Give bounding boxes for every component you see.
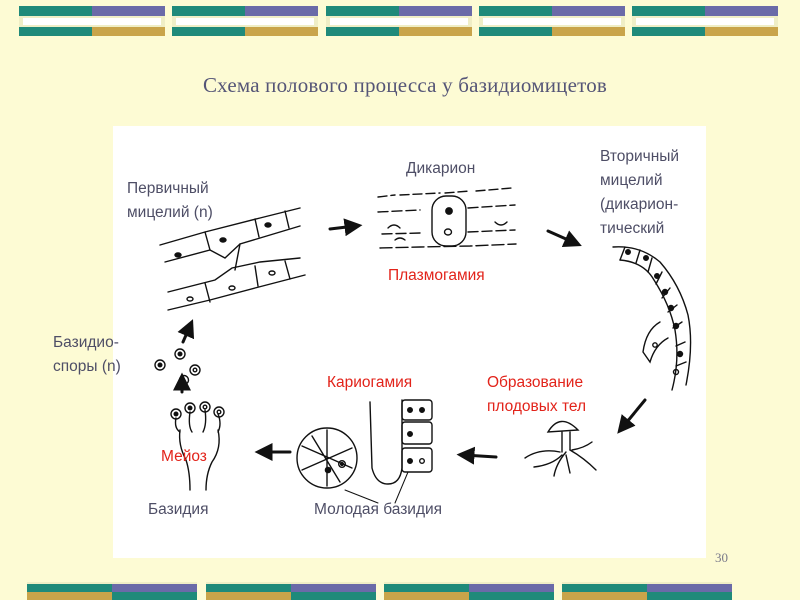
- label-basidiospores-line1: Базидио-: [53, 334, 119, 351]
- arrow-icon: [617, 398, 647, 434]
- diagram-panel: [113, 126, 706, 558]
- fruiting-body-drawing: [524, 420, 597, 477]
- label-meiosis: Мейоз: [161, 448, 207, 465]
- label-basidium: Базидия: [148, 501, 209, 518]
- arrow-icon: [328, 218, 363, 237]
- label-secondary-mycelium-line4: тический: [600, 220, 665, 237]
- label-fruiting-line2: плодовых тел: [487, 398, 587, 415]
- label-primary-mycelium-line1: Первичный: [127, 180, 209, 197]
- dikaryon-drawing: [377, 187, 517, 249]
- arrow-icon: [177, 319, 195, 344]
- slide-title: Схема полового процесса у базидиомицетов: [202, 73, 608, 97]
- label-basidiospores-line2: споры (n): [53, 358, 121, 375]
- basidium-section-drawing: [296, 427, 358, 489]
- arrow-icon: [456, 446, 498, 465]
- label-secondary-mycelium-line1: Вторичный: [600, 148, 680, 165]
- label-secondary-mycelium-line2: мицелий: [600, 172, 663, 189]
- page-number: 30: [715, 550, 728, 565]
- secondary-mycelium-drawing: [612, 246, 692, 391]
- label-dikaryon: Дикарион: [406, 160, 476, 177]
- basidium-drawing: [170, 401, 225, 491]
- basidiospores-drawing: [154, 348, 201, 386]
- header-decoration: [19, 6, 778, 36]
- arrow-icon: [546, 229, 582, 247]
- label-plasmogamy: Плазмогамия: [388, 267, 485, 284]
- footer-decoration: [27, 582, 732, 600]
- young-basidium-drawing: [369, 399, 433, 485]
- label-secondary-mycelium-line3: (дикарион-: [600, 196, 679, 213]
- label-young-basidium: Молодая базидия: [314, 501, 443, 518]
- label-primary-mycelium-line2: мицелий (n): [127, 204, 213, 221]
- primary-mycelium-drawing: [159, 207, 306, 311]
- label-karyogamy: Кариогамия: [327, 374, 413, 391]
- label-fruiting-line1: Образование: [487, 374, 584, 391]
